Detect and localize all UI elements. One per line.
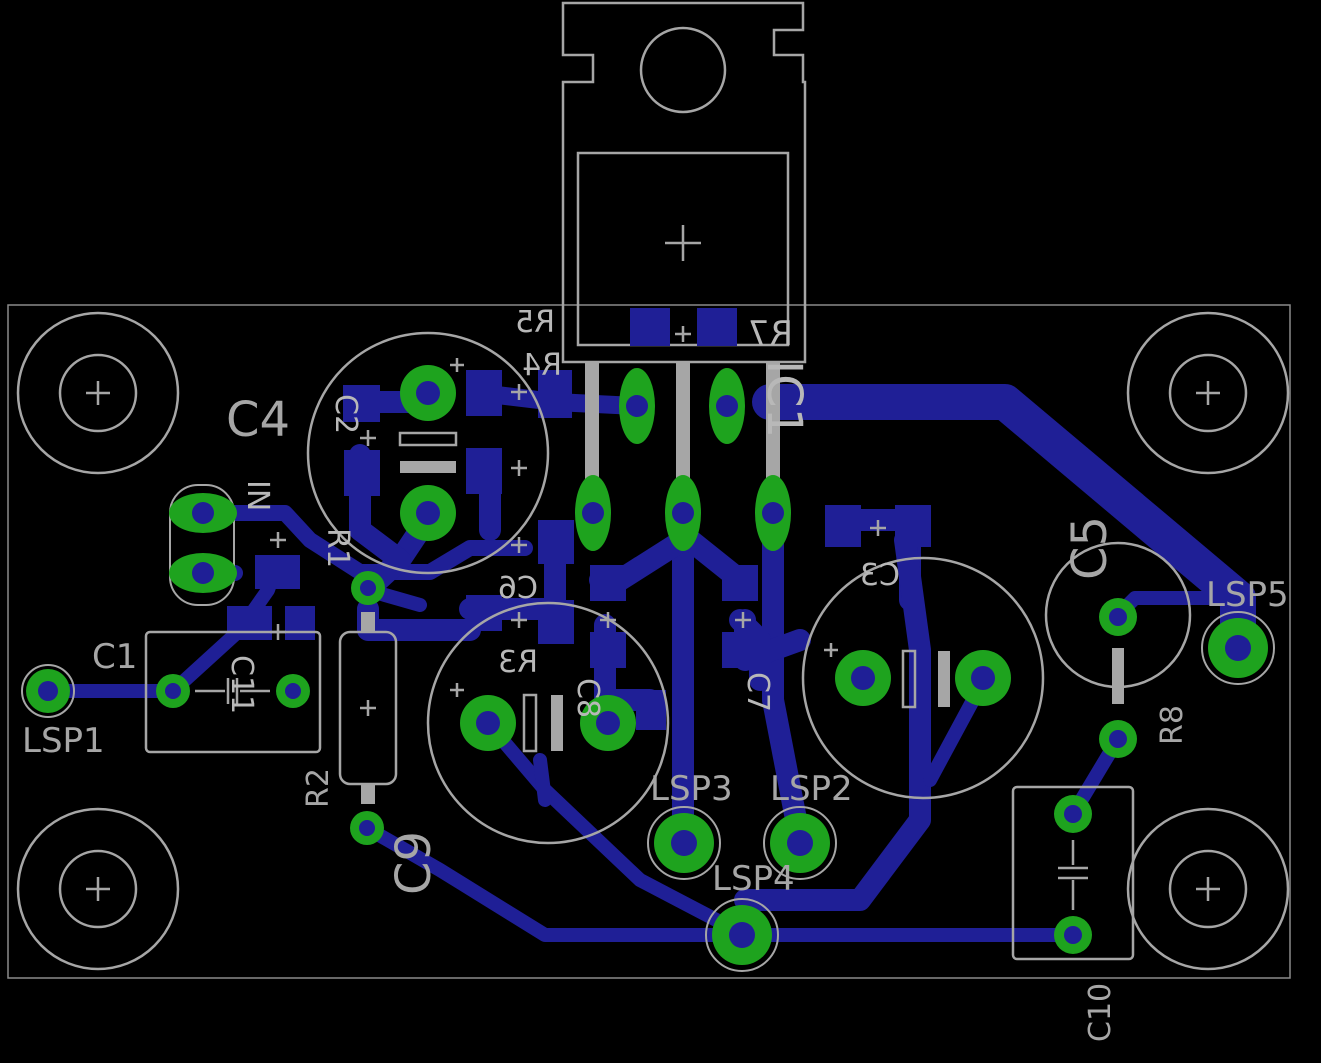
lsp4-pad xyxy=(705,898,779,972)
c8-outline xyxy=(426,601,670,845)
label-c8: C8 xyxy=(570,678,605,718)
label-c6: C6 xyxy=(498,571,538,606)
mounting-hole-top-right xyxy=(1126,311,1290,475)
lsp1-pad xyxy=(21,664,75,718)
lsp3-pad xyxy=(647,806,721,880)
label-r4: R4 xyxy=(522,348,562,383)
in-header-pads xyxy=(169,484,237,606)
label-lsp3: LSP3 xyxy=(650,769,733,809)
label-c1: C1 xyxy=(92,637,137,677)
lsp5-pad xyxy=(1201,611,1275,685)
ic1-heatsink-outline xyxy=(561,1,807,364)
label-lsp4: LSP4 xyxy=(712,859,795,899)
label-c3: C3 xyxy=(860,558,900,593)
mounting-hole-bottom-right xyxy=(1126,807,1290,971)
label-ic1: IC1 xyxy=(756,360,812,438)
label-lsp1: LSP1 xyxy=(22,721,105,761)
mirrored-labels: R5 R4 R7 C3 C6 R3 C11 C8 C2 R1 C7 IN IC1 xyxy=(224,305,900,718)
label-c2: C2 xyxy=(328,394,363,434)
label-c7: C7 xyxy=(740,672,775,712)
c1-outline xyxy=(144,630,322,754)
through-hole-pads xyxy=(21,365,1275,972)
ic1-pads xyxy=(575,368,791,551)
c3-outline xyxy=(801,556,1045,800)
c10-outline xyxy=(1011,785,1135,961)
board-outline xyxy=(7,304,1291,979)
lsp2-pad xyxy=(763,806,837,880)
label-r1: R1 xyxy=(320,528,355,568)
label-lsp2: LSP2 xyxy=(770,769,853,809)
label-lsp5: LSP5 xyxy=(1206,575,1289,615)
label-r3: R3 xyxy=(498,645,538,680)
ic1-legs xyxy=(585,362,780,492)
label-c11: C11 xyxy=(224,655,259,714)
label-r5: R5 xyxy=(515,305,555,340)
label-r7: R7 xyxy=(748,314,793,354)
smd-pads xyxy=(227,308,931,730)
label-c4: C4 xyxy=(226,392,290,448)
label-c9: C9 xyxy=(386,831,442,895)
mounting-hole-top-left xyxy=(16,311,180,475)
mounting-hole-bottom-left xyxy=(16,807,180,971)
label-c10: C10 xyxy=(1083,983,1118,1042)
label-r2: R2 xyxy=(301,768,336,808)
label-in: IN xyxy=(240,480,275,511)
label-c5: C5 xyxy=(1062,516,1118,580)
component-outlines xyxy=(144,331,1192,961)
label-r8: R8 xyxy=(1155,705,1190,745)
mounting-holes xyxy=(16,311,1290,971)
c4-outline xyxy=(306,331,550,575)
labels: C4 C1 LSP1 LSP3 LSP2 LSP4 LSP5 R2 R8 C10… xyxy=(22,392,1289,1042)
